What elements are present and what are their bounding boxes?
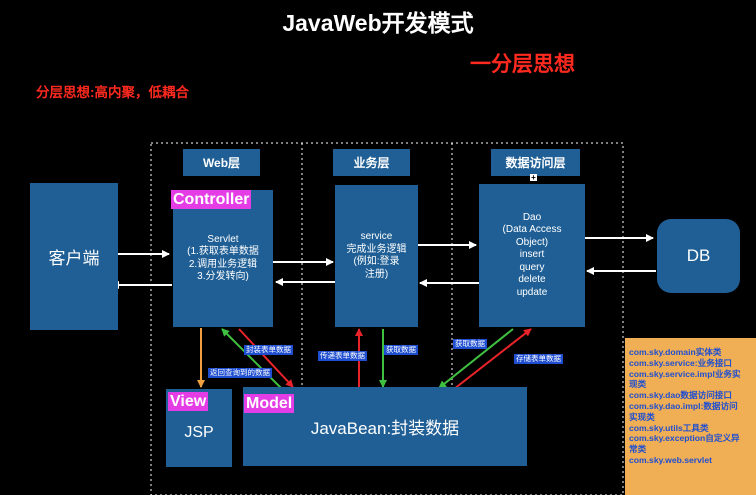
package-item: com.sky.service.impl业务实: [629, 368, 741, 379]
service-line: 注册): [364, 268, 389, 280]
subtitle: 一分层思想: [470, 53, 575, 76]
client-box: 客户端: [30, 183, 118, 330]
dao-line: delete: [518, 274, 546, 286]
servlet-line: Servlet: [207, 233, 239, 245]
servlet-line: (1.获取表单数据: [187, 246, 259, 257]
servlet-line: 2.调用业务逻辑: [188, 258, 258, 270]
dao-line: update: [516, 286, 548, 298]
service-box: service 完成业务逻辑 (例如:登录 注册): [335, 185, 418, 327]
arrow-servlet-to-javabean: [238, 328, 294, 388]
package-item: 现类: [629, 379, 647, 390]
db-box: DB: [657, 219, 740, 293]
dao-line: Object): [515, 236, 549, 248]
arrow-dao-to-javabean: [438, 328, 514, 389]
package-item: com.sky.web.servlet: [629, 454, 712, 465]
dao-layer-header: 数据访问层: [491, 149, 580, 176]
package-item: com.sky.utils工具类: [629, 422, 709, 433]
package-item: com.sky.domain实体类: [629, 347, 722, 357]
arrow-label: 传递表单数据: [318, 351, 367, 361]
arrow-label: 返回查询到的数据: [208, 368, 272, 378]
dao-line: query: [519, 261, 545, 273]
web-layer-header: Web层: [183, 149, 260, 176]
service-line: (例如:登录: [353, 256, 400, 267]
model-tag: Model: [244, 394, 295, 413]
servlet-box: Servlet (1.获取表单数据 2.调用业务逻辑 3.分发转向): [173, 190, 273, 327]
dao-line: (Data Access: [502, 224, 562, 236]
service-line: 完成业务逻辑: [346, 243, 407, 255]
dao-box: Dao (Data Access Object) insert query de…: [479, 184, 585, 327]
dao-line: Dao: [522, 211, 542, 223]
dao-line: insert: [519, 249, 545, 261]
package-item: 常类: [629, 444, 647, 455]
view-tag: View: [168, 392, 209, 411]
service-layer-header: 业务层: [333, 149, 410, 176]
controller-tag: Controller: [171, 190, 252, 209]
package-item: com.sky.dao.impl:数据访问: [629, 400, 738, 411]
principle-text: 分层思想:高内聚，低耦合: [36, 85, 189, 100]
arrow-label: 封装表单数据: [244, 345, 293, 355]
arrow-label: 获取数据: [384, 345, 418, 355]
package-item: com.sky.exception自定义异: [629, 433, 740, 444]
servlet-line: 3.分发转向): [197, 271, 249, 282]
arrow-label: 存储表单数据: [514, 354, 563, 364]
arrow-javabean-to-servlet: [221, 328, 285, 392]
page-title: JavaWeb开发模式: [282, 10, 474, 36]
arrow-label: 获取数据: [453, 339, 487, 349]
package-item: 实现类: [629, 411, 655, 422]
arrow-javabean-to-dao: [453, 328, 532, 390]
service-line: service: [360, 231, 393, 242]
package-item: com.sky.service:业务接口: [629, 357, 733, 368]
plus-icon: +: [530, 173, 537, 182]
package-item: com.sky.dao数据访问接口: [629, 390, 732, 401]
package-list: com.sky.domain实体类 com.sky.service:业务接口 c…: [625, 338, 756, 495]
layer-frame: [150, 142, 624, 495]
